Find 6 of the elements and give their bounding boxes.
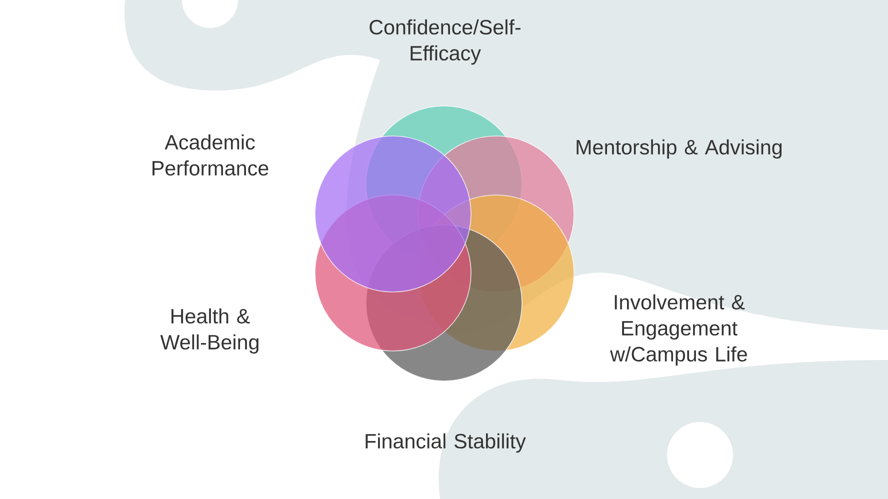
circle-label: Financial Stability (366, 433, 526, 453)
circle-label: Involvement & Engagement w/Campus Life (610, 294, 747, 366)
circle-label: Academic Performance (152, 134, 268, 176)
circle-label: Health & Well-Being (160, 308, 258, 354)
circle-label: Confidence/Self-Efficacy (370, 19, 520, 65)
circle-label: Mentorship & Advising (576, 139, 782, 159)
